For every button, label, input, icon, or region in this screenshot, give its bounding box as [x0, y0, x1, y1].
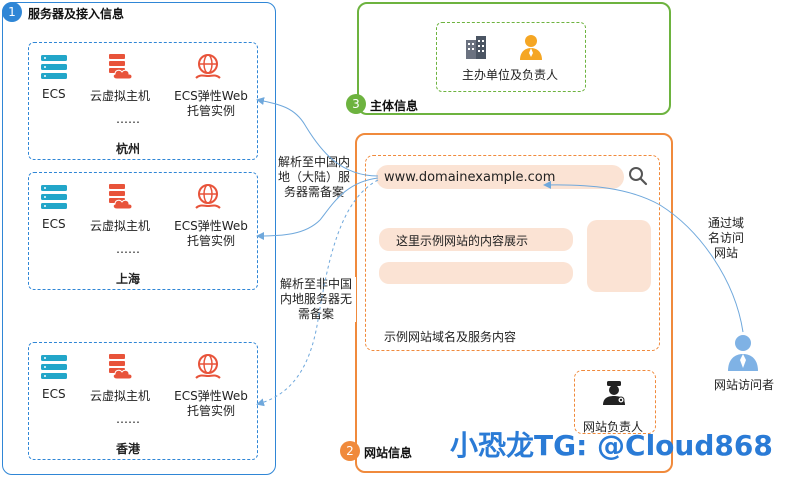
ecs-label: ECS: [42, 87, 66, 101]
region-name: 香港: [115, 442, 140, 456]
watermark: 小恐龙TG: @Cloud868: [450, 429, 773, 462]
globe-hand-icon: [193, 352, 223, 385]
entity-badge: 3: [346, 94, 366, 114]
note-non-mainland-line: 需备案: [297, 307, 334, 321]
note-non-mainland-line: 解析至非中国: [279, 277, 352, 291]
entity-panel: [357, 2, 671, 115]
owner-label: 网站负责人: [583, 420, 644, 434]
note-visitor-line: 网站: [713, 246, 738, 260]
visitor-label: 网站访问者: [714, 378, 775, 392]
visitor-icon: [725, 332, 761, 376]
more-ellipsis: ……: [116, 412, 140, 426]
servers-badge: 1: [2, 2, 22, 22]
more-ellipsis: ……: [116, 112, 140, 126]
domain-text: www.domainexample.com: [384, 170, 556, 185]
ecs-label: ECS: [42, 217, 66, 231]
web-instance-label-2: 托管实例: [186, 104, 235, 118]
person-icon: [518, 33, 544, 65]
cloud-host-icon: [107, 353, 135, 384]
virtual-host-label: 云虚拟主机: [90, 219, 151, 233]
entity-box: [436, 22, 586, 92]
web-instance-label: ECS弹性Web: [174, 219, 248, 233]
note-visitor-line: 名访问: [707, 231, 744, 245]
content-sidebar: [587, 220, 651, 292]
note-mainland-line: 务器需备案: [283, 185, 344, 199]
cloud-host-icon: [107, 183, 135, 214]
footer-label: 示例网站域名及服务内容: [384, 330, 517, 344]
entity-label: 主办单位及负责人: [462, 68, 559, 82]
server-icon: [40, 354, 68, 383]
server-icon: [40, 184, 68, 213]
owner-icon: [601, 380, 627, 410]
website-panel-title: 网站信息: [364, 446, 413, 460]
region-name: 上海: [115, 272, 140, 286]
note-mainland-line: 解析至中国内: [277, 155, 350, 169]
web-instance-label: ECS弹性Web: [174, 89, 248, 103]
entity-panel-title: 主体信息: [370, 99, 419, 113]
more-ellipsis: ……: [116, 242, 140, 256]
note-visitor-line: 通过域: [707, 216, 744, 230]
web-instance-label: ECS弹性Web: [174, 389, 248, 403]
content-label: 这里示例网站的内容展示: [396, 234, 529, 248]
note-mainland: 解析至中国内 地（大陆）服 务器需备案: [276, 155, 352, 200]
globe-hand-icon: [193, 182, 223, 215]
globe-hand-icon: [193, 52, 223, 85]
note-non-mainland-line: 内地服务器无: [279, 292, 352, 306]
virtual-host-label: 云虚拟主机: [90, 389, 151, 403]
region-box: [28, 172, 258, 290]
owner-box: [574, 370, 656, 434]
ecs-label: ECS: [42, 387, 66, 401]
region-name: 杭州: [115, 142, 140, 156]
building-icon: [463, 34, 489, 64]
server-icon: [40, 54, 68, 83]
cloud-host-icon: [107, 53, 135, 84]
content-block: [379, 228, 573, 251]
note-mainland-line: 地（大陆）服: [277, 170, 350, 184]
note-non-mainland: 解析至非中国 内地服务器无 需备案: [276, 277, 356, 322]
search-icon[interactable]: [628, 166, 648, 190]
web-instance-label-2: 托管实例: [186, 404, 235, 418]
note-visitor-path: 通过域 名访问 网站: [700, 216, 752, 261]
content-block-2: [379, 262, 573, 284]
web-instance-label-2: 托管实例: [186, 234, 235, 248]
servers-panel-title: 服务器及接入信息: [28, 7, 125, 21]
virtual-host-label: 云虚拟主机: [90, 89, 151, 103]
website-badge: 2: [340, 441, 360, 461]
